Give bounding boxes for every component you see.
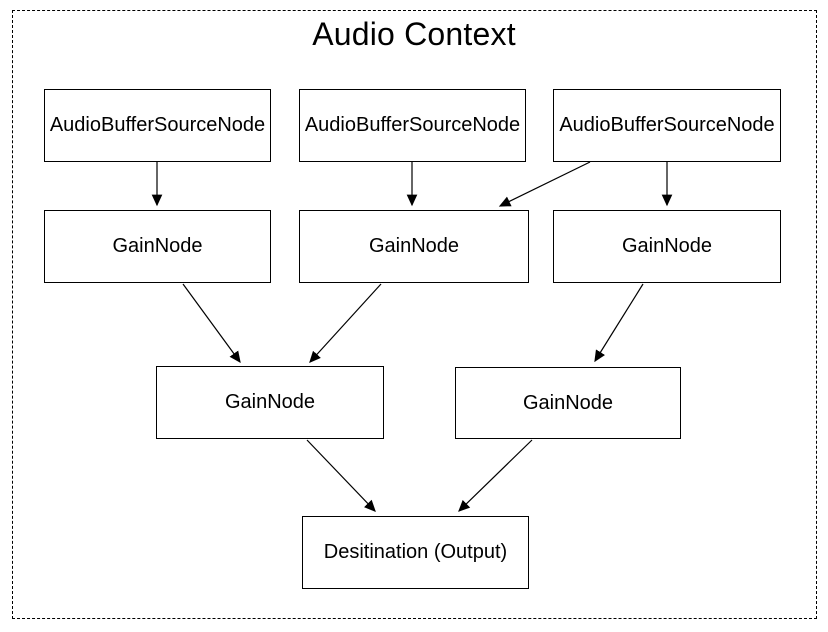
node-label: GainNode [112,235,203,257]
node-label: GainNode [621,235,713,257]
node-label: Desitination (Output) [323,541,508,563]
node-label: AudioBufferSourceNode [49,114,266,136]
node-audio-buffer-source-2: AudioBufferSourceNode [299,89,526,162]
node-gain-1: GainNode [44,210,271,283]
node-audio-buffer-source-3: AudioBufferSourceNode [553,89,781,162]
node-gain-5: GainNode [455,367,681,439]
diagram-title: Audio Context [312,16,516,52]
node-gain-4: GainNode [156,366,384,439]
node-gain-2: GainNode [299,210,529,283]
node-audio-buffer-source-1: AudioBufferSourceNode [44,89,271,162]
node-label: GainNode [368,235,460,257]
node-label: GainNode [224,391,316,413]
node-label: GainNode [522,391,614,414]
node-gain-3: GainNode [553,210,781,283]
node-label: AudioBufferSourceNode [559,114,775,136]
node-label: AudioBufferSourceNode [304,114,521,136]
diagram-dashed-border [12,10,817,619]
node-destination-output: Desitination (Output) [302,516,529,589]
